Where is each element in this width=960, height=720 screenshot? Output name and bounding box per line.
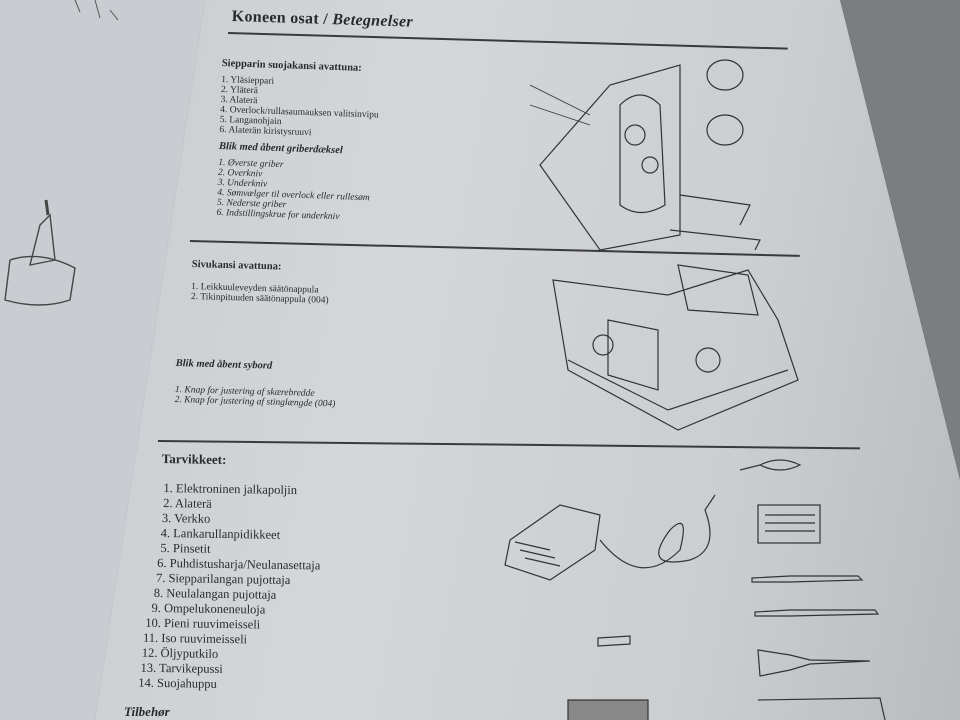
left-page-illustration [4,0,119,306]
accessories-illustration [504,459,886,720]
section2-heading-da: Blik med åbent sybord [175,357,273,372]
hook-cover-illustration [530,59,761,251]
section3-heading-da: Tilbehør [124,704,170,719]
section-hook-cover: Siepparin suojakansi avattuna: 1. Yläsie… [216,58,551,229]
section-sewing-table: Blik med åbent sybord 1. Knap for juster… [175,352,556,416]
section-accessories: Tarvikkeet: 1. Elektroninen jalkapoljin … [138,451,462,696]
cable [599,494,716,569]
section3-list-fi: 1. Elektroninen jalkapoljin 2. Alaterä 3… [138,481,461,696]
title-da: Betegnelser [332,11,414,31]
title-separator: / [318,10,333,29]
side-cover-illustration [552,264,799,431]
title-fi: Koneen osat [231,8,320,28]
section1-list-da: 1. Øverste griber 2. Overkniv 3. Underkn… [216,158,548,229]
section3-heading-fi: Tarvikkeet: [161,451,227,468]
section1-list-fi: 1. Yläsieppari 2. Yläterä 3. Alaterä 4. … [219,75,551,146]
foot-pedal [504,504,601,581]
